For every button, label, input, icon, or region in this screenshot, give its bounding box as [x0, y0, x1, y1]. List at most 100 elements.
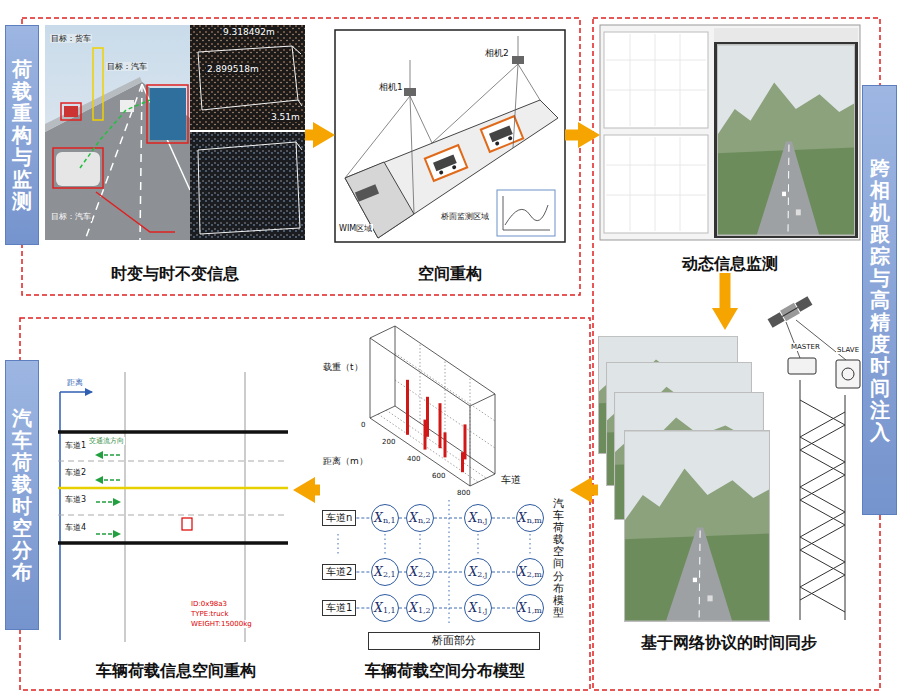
bridge-model: [503, 230, 550, 231]
annotation: 车道: [500, 474, 522, 486]
load-chart-3d: [470, 394, 495, 406]
variable-subscript: 2,2: [418, 571, 431, 579]
load-chart-3d: [420, 343, 421, 423]
load-chart-3d: [470, 377, 471, 457]
annotation: 汽车荷载空间分布模型: [553, 498, 564, 619]
bridge-model: [345, 100, 558, 238]
annotation: 3.51m: [270, 112, 301, 122]
load-chart-3d: [370, 338, 371, 418]
point-cloud: [198, 46, 302, 234]
bridge-plan: [96, 479, 120, 481]
grid-link: [399, 518, 406, 519]
load-chart-3d: [370, 418, 470, 486]
variable-subscript: 2,j: [477, 571, 487, 579]
monitor-screen: [714, 28, 858, 238]
load-chart-3d: [445, 360, 446, 440]
load-chart-3d: [444, 432, 447, 457]
bridge-plan: [96, 533, 120, 535]
variable-symbol: X: [518, 566, 527, 578]
annotation: 距离: [66, 378, 84, 387]
monitor-screen: [655, 137, 656, 231]
grid-link: [356, 608, 371, 609]
load-chart-3d: [370, 326, 495, 486]
lane-label: 车道1: [326, 602, 352, 614]
annotation: 2.899518m: [206, 64, 260, 74]
bridge-model: [512, 56, 524, 64]
variable-subscript: 2,m: [527, 571, 542, 579]
network-sync: [795, 296, 812, 312]
lane-label: 车道2: [326, 566, 352, 578]
road-scene: [45, 25, 190, 240]
monitor-screen: [604, 135, 708, 233]
monitor-screen: [630, 34, 631, 126]
road-scene: [120, 100, 134, 112]
point-cloud: [190, 25, 305, 240]
road-scene: [45, 25, 190, 240]
bridge-model: [497, 190, 555, 236]
deck-label: 桥面部分: [432, 634, 476, 647]
annotation: ID:0x98a3: [190, 600, 228, 608]
load-chart-3d: [370, 406, 395, 418]
bridge-model: [404, 88, 416, 96]
flow-arrow: [305, 130, 313, 141]
load-chart-3d: [386, 410, 486, 478]
bridge-model: [508, 136, 513, 141]
annotation: 目标：货车: [50, 34, 92, 43]
network-sync: [800, 412, 845, 612]
annotation: 目标：汽车: [50, 212, 92, 221]
grid-link: [434, 518, 464, 519]
region-frame: [20, 18, 880, 690]
network-sync: [767, 295, 860, 620]
variable-subscript: 1,j: [477, 607, 487, 615]
network-sync: [842, 368, 854, 380]
annotation: 200: [381, 438, 396, 446]
road-scene: [150, 88, 186, 140]
road-scene: [80, 100, 150, 168]
bridge-plan: [58, 372, 288, 642]
bridge-model: [452, 165, 457, 170]
road-scene: [64, 106, 78, 117]
bridge-plan: [58, 430, 288, 434]
variable-symbol: X: [374, 512, 383, 524]
panel: 动态信息监测: [600, 25, 860, 273]
annotation: MASTER: [790, 343, 821, 351]
bridge-plan: [58, 515, 288, 516]
grid-link: [399, 608, 406, 609]
variable-symbol: X: [469, 566, 478, 578]
monitor-screen: [714, 28, 858, 42]
node-circle: Xn,m: [516, 504, 544, 532]
bridge-model: [489, 126, 513, 143]
section-title: 荷载重构与监测: [12, 58, 32, 212]
monitor-screen: [606, 90, 706, 91]
load-chart-3d: [439, 403, 442, 448]
variable-symbol: X: [518, 512, 527, 524]
bridge-model: [513, 64, 518, 148]
point-cloud: [190, 132, 305, 240]
bridge-model: [335, 30, 565, 242]
load-chart-3d: [395, 326, 396, 406]
load-chart-3d: [370, 326, 395, 338]
variable-symbol: X: [518, 602, 527, 614]
road-scene: [53, 148, 103, 188]
bridge-model: [345, 36, 540, 214]
panel: 车辆荷载空间分布模型车道nXn,1Xn,2Xn,jXn,m车道2X2,1X2,2…: [320, 322, 570, 680]
section-label: 跨相机跟踪与高精度时间注入: [862, 85, 897, 515]
region-frame: [22, 18, 580, 295]
panel-caption: 车辆荷载空间分布模型: [320, 661, 570, 680]
panel: 空间重构: [335, 30, 565, 283]
bridge-model: [345, 96, 410, 178]
bridge-model: [518, 64, 540, 100]
network-sync: [786, 322, 800, 358]
panel-caption: 空间重构: [335, 264, 565, 283]
variable-subscript: n,j: [477, 517, 487, 525]
flow-arrow: [315, 485, 320, 496]
road-scene: [56, 152, 100, 186]
load-chart-3d: [406, 380, 409, 435]
bridge-plan: [182, 518, 192, 530]
bridge-model: [410, 60, 411, 88]
annotation: 车道2: [64, 468, 87, 477]
annotation: 800: [456, 489, 471, 497]
load-chart-3d: [461, 452, 464, 472]
monitor-screen: [606, 165, 706, 166]
